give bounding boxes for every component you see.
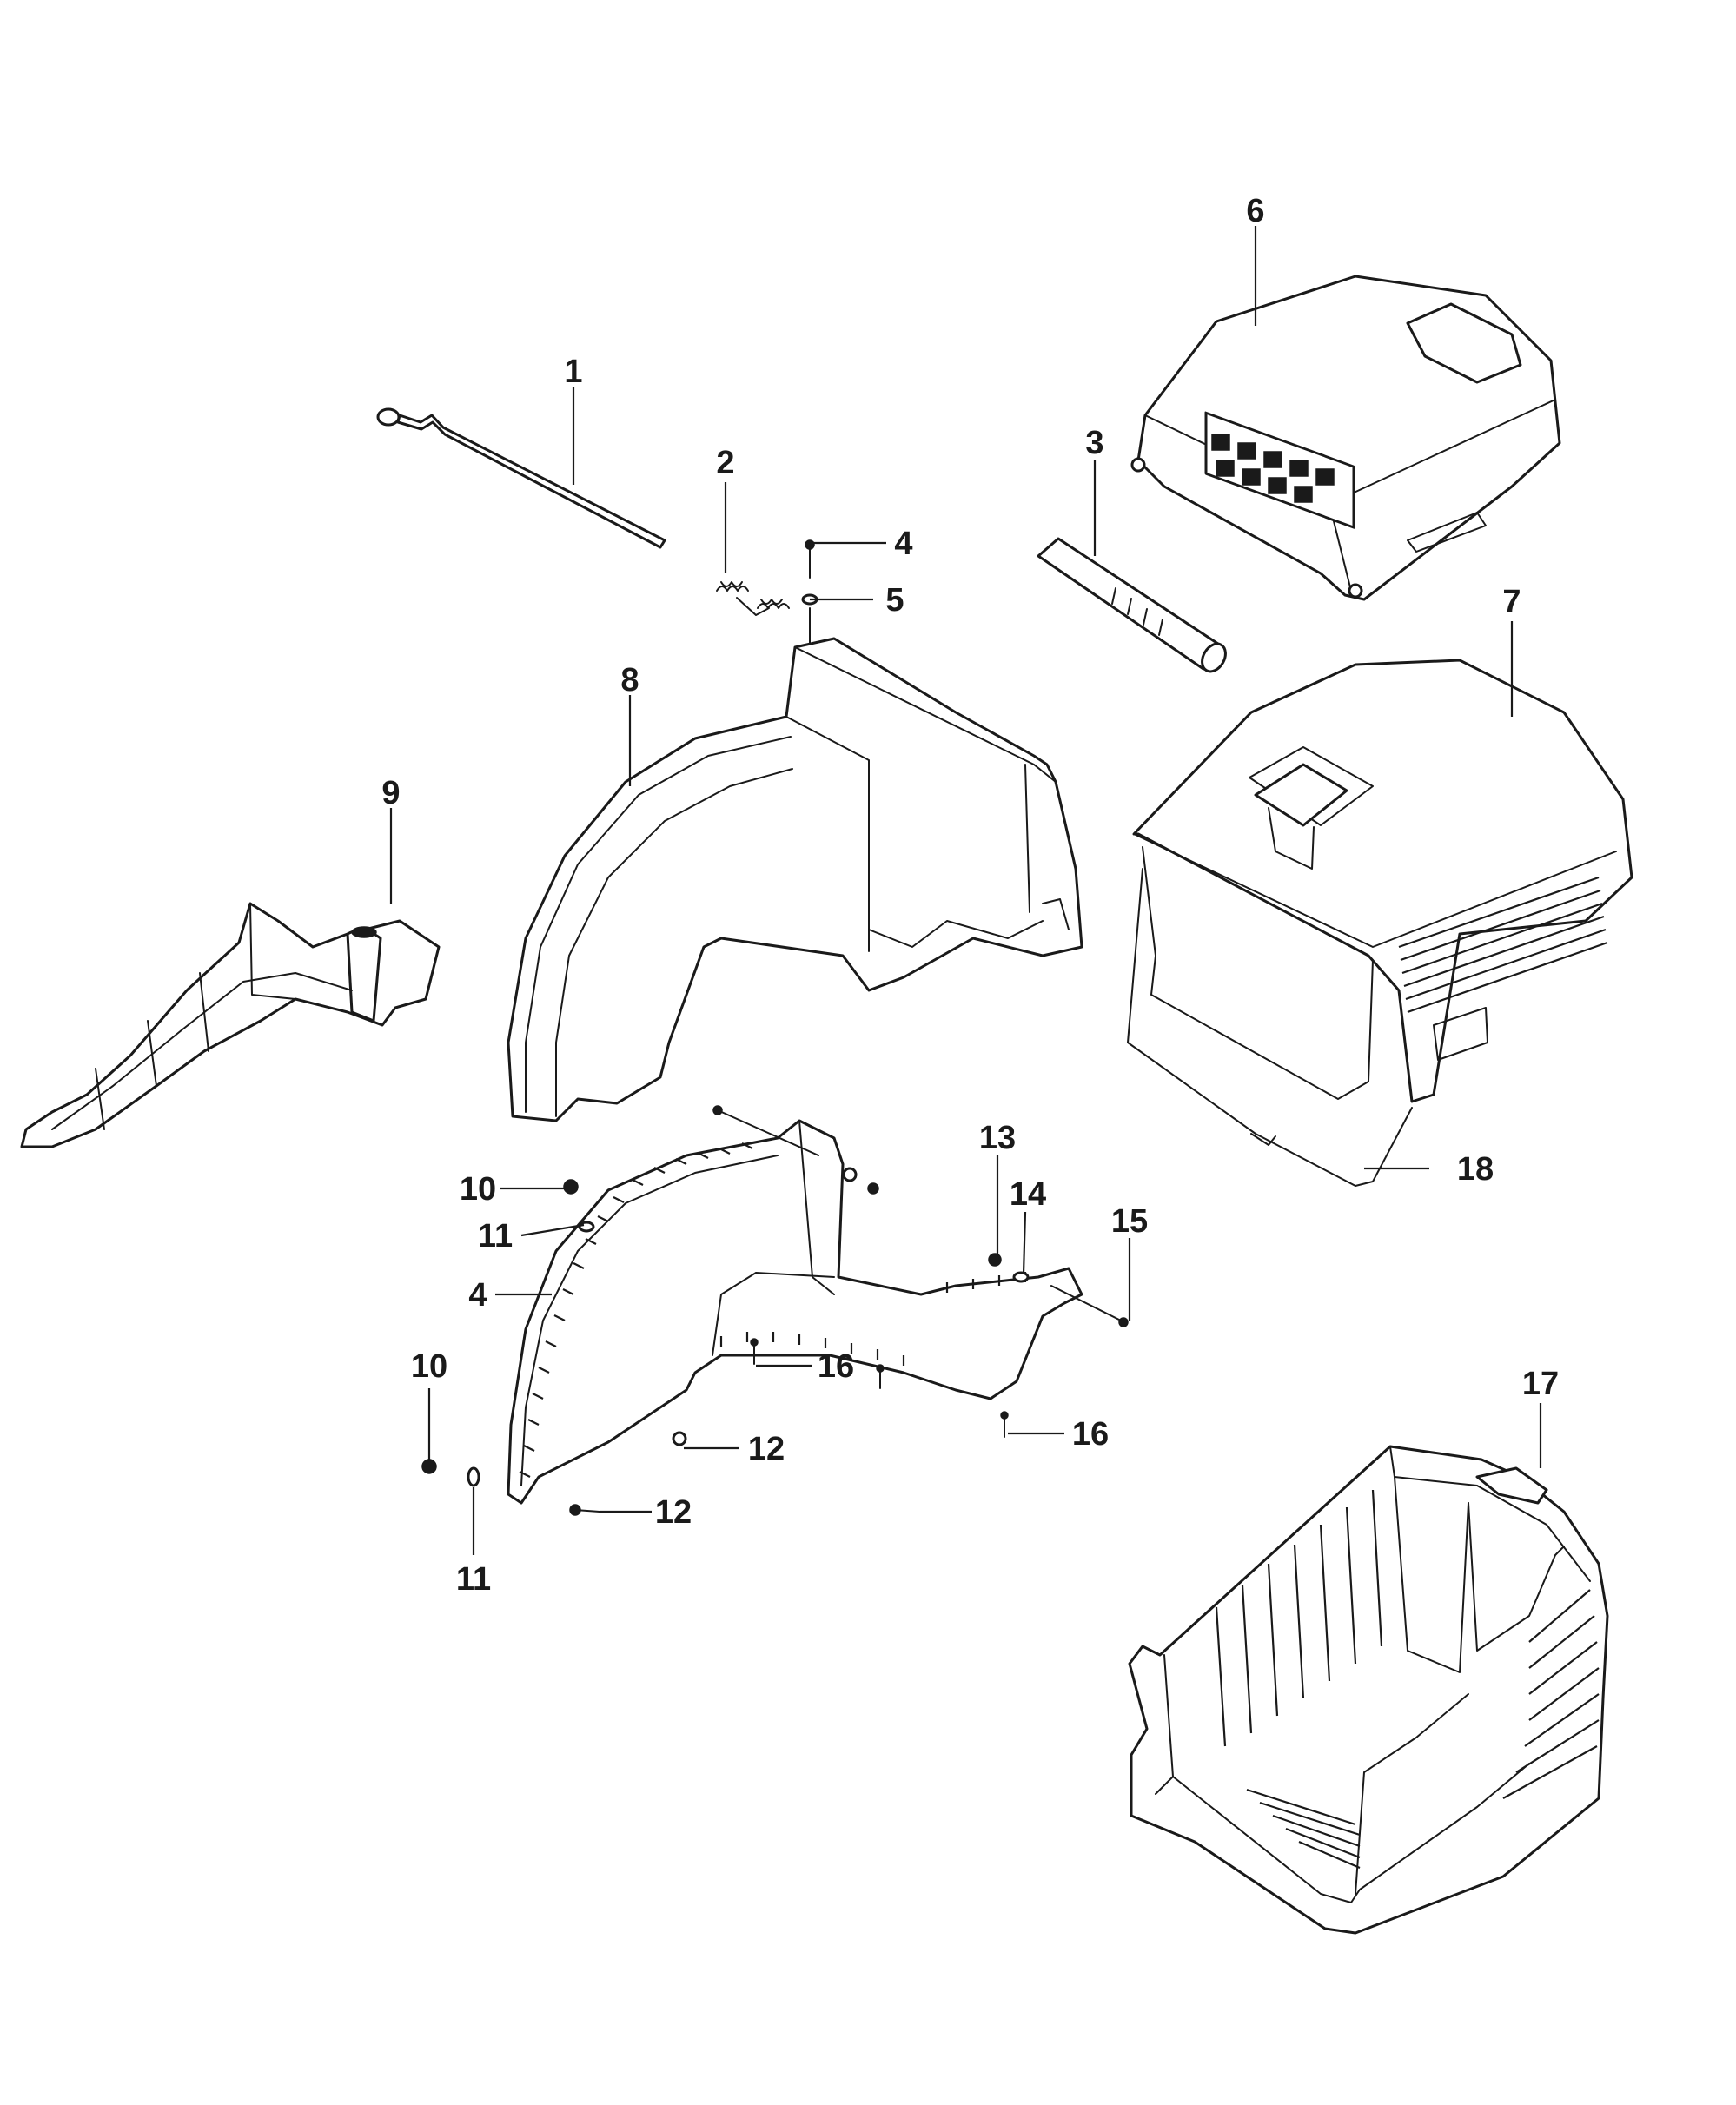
part-rod [376, 407, 666, 549]
callout-1: 1 [564, 354, 582, 390]
callout-10a: 10 [460, 1171, 496, 1208]
callout-12a: 12 [748, 1431, 785, 1467]
callout-13: 13 [979, 1120, 1016, 1156]
part-lid-decal [1204, 411, 1355, 529]
part-top-lid [1130, 275, 1561, 601]
part-chute-housing [507, 637, 1083, 1122]
part-spring [716, 581, 790, 616]
part-upper-frame [1132, 659, 1633, 1103]
callout-11a: 11 [478, 1218, 513, 1254]
part-fasteners [421, 1105, 1129, 1516]
part-screw-top [801, 539, 818, 644]
part-inner-housing [507, 1119, 1083, 1505]
callout-8: 8 [620, 662, 639, 698]
callout-15: 15 [1111, 1203, 1148, 1240]
part-handle [1037, 537, 1227, 673]
callout-5: 5 [885, 582, 904, 619]
part-side-deflector [20, 902, 441, 1148]
callout-11b: 11 [456, 1561, 491, 1598]
callout-12b: 12 [655, 1494, 692, 1531]
leader-lines [389, 226, 1542, 1555]
callout-14: 14 [1010, 1176, 1046, 1213]
callout-16a: 16 [818, 1348, 854, 1385]
callout-17: 17 [1522, 1366, 1559, 1402]
callout-9: 9 [381, 775, 400, 811]
callout-7: 7 [1502, 584, 1521, 620]
callout-3: 3 [1085, 425, 1103, 461]
callout-2: 2 [716, 445, 734, 481]
callout-4b: 4 [468, 1277, 487, 1314]
callout-6: 6 [1246, 193, 1264, 229]
callout-18: 18 [1457, 1151, 1494, 1188]
callout-10b: 10 [411, 1348, 447, 1385]
callouts: 1 2 3 4 4 5 6 7 8 9 10 10 11 11 12 12 13… [381, 193, 1559, 1598]
callout-4a: 4 [894, 526, 912, 562]
part-grass-basket [1128, 1445, 1609, 1935]
callout-16b: 16 [1072, 1416, 1109, 1453]
